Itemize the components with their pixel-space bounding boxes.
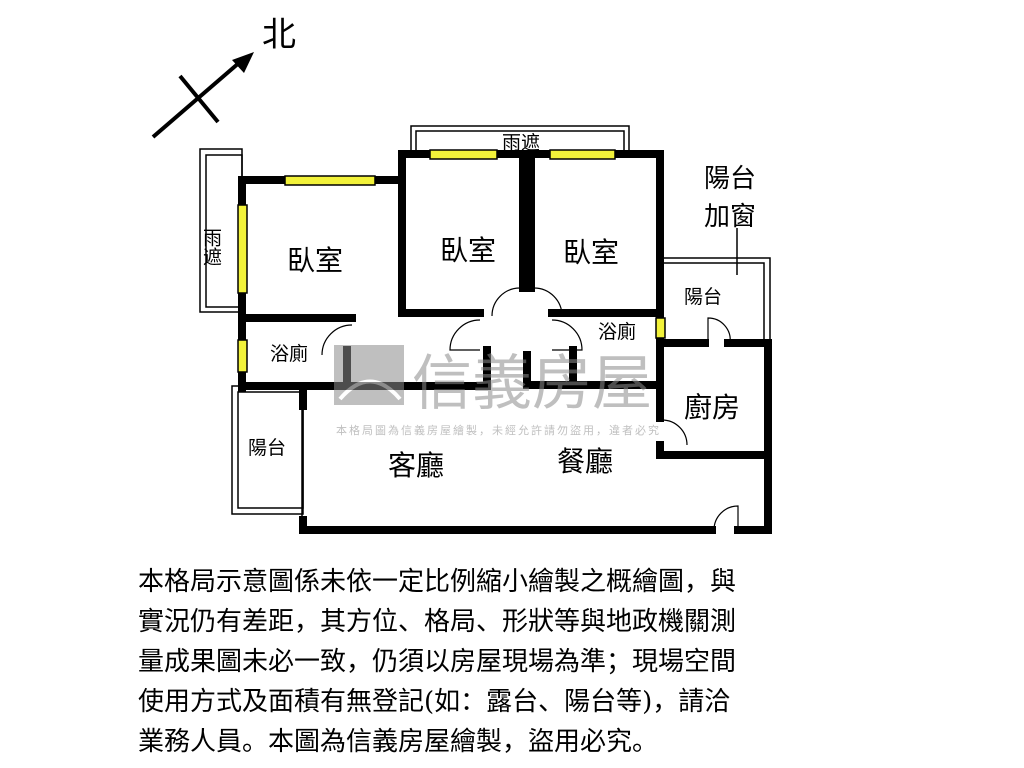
room-bedroom-middle: 臥室 [440, 234, 496, 267]
room-kitchen: 廚房 [684, 391, 740, 424]
room-living: 客廳 [388, 449, 444, 482]
disclaimer-line: 使用方式及面積有無登記(如：露台、陽台等)，請洽 [138, 687, 731, 717]
watermark: 信義房屋 本格局圖為信義房屋繪製，未經允許請勿盜用，違者必究 [334, 345, 661, 437]
walls [238, 150, 772, 534]
room-bedroom-right: 臥室 [563, 236, 619, 269]
disclaimer-line: 業務人員。本圖為信義房屋繪製，盜用必究。 [138, 727, 659, 757]
disclaimer-line: 量成果圖未必一致，仍須以房屋現場為準；現場空間 [138, 647, 737, 677]
room-bath-right: 浴廁 [598, 320, 636, 343]
balcony-right: 陽台 [684, 286, 722, 308]
windows [237, 149, 666, 373]
room-bath-left: 浴廁 [270, 342, 308, 365]
doors [321, 287, 739, 531]
awning-top: 雨遮 [502, 132, 540, 154]
watermark-brand: 信義房屋 [412, 349, 652, 419]
awning-left: 雨遮 [200, 228, 222, 266]
north-label: 北 [262, 15, 296, 55]
disclaimer-line: 本格局示意圖係未依一定比例縮小繪製之概繪圖，與 [138, 567, 737, 597]
disclaimer-line: 實況仍有差距，其方位、格局、形狀等與地政機關測 [138, 607, 737, 637]
room-dining: 餐廳 [557, 445, 613, 478]
room-bedroom-left: 臥室 [287, 244, 343, 277]
disclaimer: 本格局示意圖係未依一定比例縮小繪製之概繪圖，與 實況仍有差距，其方位、格局、形狀… [138, 562, 898, 762]
watermark-notice: 本格局圖為信義房屋繪製，未經允許請勿盜用，違者必究 [336, 423, 661, 437]
balcony-left: 陽台 [248, 437, 286, 459]
balcony-window-note-1: 陽台 [704, 164, 756, 194]
balcony-window-note-2: 加窗 [704, 202, 756, 232]
compass-icon [151, 52, 254, 139]
